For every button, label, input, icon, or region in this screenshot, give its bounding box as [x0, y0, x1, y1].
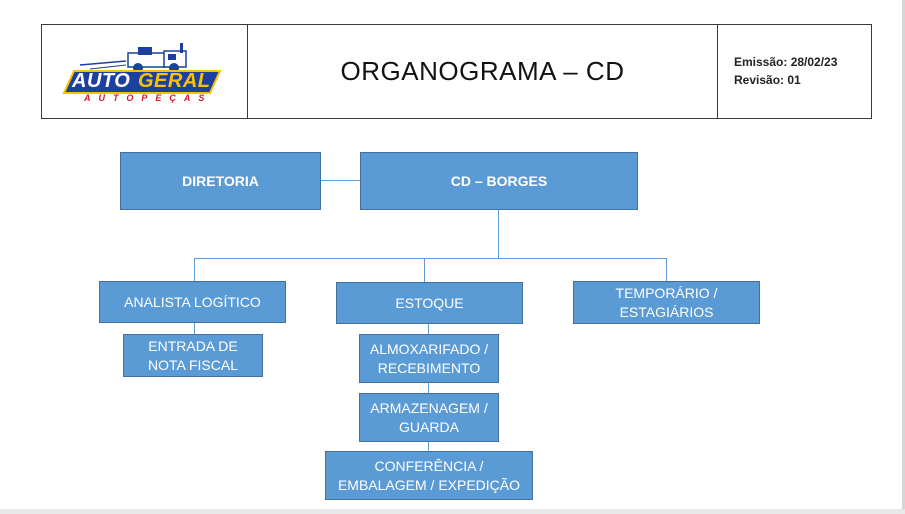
node-estoque: ESTOQUE	[336, 282, 523, 324]
node-conferencia-line1: CONFERÊNCIA /	[374, 457, 484, 474]
node-almoxarifado-recebimento: ALMOXARIFADO / RECEBIMENTO	[359, 334, 499, 383]
node-temporario-estagiarios: TEMPORÁRIO / ESTAGIÁRIOS	[573, 281, 760, 324]
emission-date: Emissão: 28/02/23	[734, 55, 838, 69]
revision-number: Revisão: 01	[734, 73, 801, 87]
connector-horizontal-bus	[194, 258, 667, 259]
node-armazenagem-line1: ARMAZENAGEM /	[370, 399, 488, 416]
connector-to-analista	[194, 258, 195, 281]
node-temporario-line2: ESTAGIÁRIOS	[619, 303, 714, 320]
window-right-edge	[902, 0, 905, 514]
logo-word-geral: GERAL	[138, 70, 211, 92]
node-almoxarifado-line2: RECEBIMENTO	[377, 359, 481, 376]
logo-tagline: AUTOPEÇAS	[84, 93, 213, 103]
connector-almox-armazenagem	[428, 382, 429, 393]
node-entrada-line1: ENTRADA DE	[148, 337, 238, 354]
node-cd-borges: CD – BORGES	[360, 152, 638, 210]
company-logo: AUTO GERAL AUTOPEÇAS	[60, 43, 225, 105]
logo-cell: AUTO GERAL AUTOPEÇAS	[41, 24, 248, 119]
node-conferencia-line2: EMBALAGEM / EXPEDIÇÃO	[337, 476, 521, 493]
node-temporario-line1: TEMPORÁRIO /	[615, 284, 718, 301]
connector-to-estoque	[424, 258, 425, 282]
connector-analista-entrada	[194, 322, 195, 335]
page-title: ORGANOGRAMA – CD	[340, 56, 625, 86]
window-bottom-edge	[0, 509, 905, 514]
document-meta: Emissão: 28/02/23 Revisão: 01	[717, 24, 872, 119]
node-estoque-label: ESTOQUE	[395, 294, 464, 311]
node-analista-label: ANALISTA LOGÍTICO	[124, 293, 261, 310]
connector-armazenagem-conferencia	[428, 441, 429, 452]
node-entrada-nota-fiscal: ENTRADA DE NOTA FISCAL	[123, 334, 263, 377]
logo-word-auto: AUTO	[72, 70, 131, 92]
node-armazenagem-line2: GUARDA	[399, 418, 459, 435]
node-conferencia-embalagem-expedicao: CONFERÊNCIA / EMBALAGEM / EXPEDIÇÃO	[325, 451, 533, 500]
connector-to-temporario	[666, 258, 667, 282]
node-armazenagem-guarda: ARMAZENAGEM / GUARDA	[359, 393, 499, 442]
node-cd-borges-label: CD – BORGES	[450, 172, 548, 189]
node-diretoria-label: DIRETORIA	[182, 172, 259, 189]
node-entrada-line2: NOTA FISCAL	[148, 356, 238, 373]
node-diretoria: DIRETORIA	[120, 152, 321, 210]
connector-cd-down	[498, 209, 499, 258]
node-almoxarifado-line1: ALMOXARIFADO /	[369, 340, 489, 357]
truck-logo-icon	[62, 43, 222, 94]
title-cell: ORGANOGRAMA – CD	[247, 24, 718, 119]
connector-estoque-almox	[428, 323, 429, 335]
connector-diretoria-cd	[320, 180, 361, 181]
node-analista-logistico: ANALISTA LOGÍTICO	[99, 281, 286, 323]
